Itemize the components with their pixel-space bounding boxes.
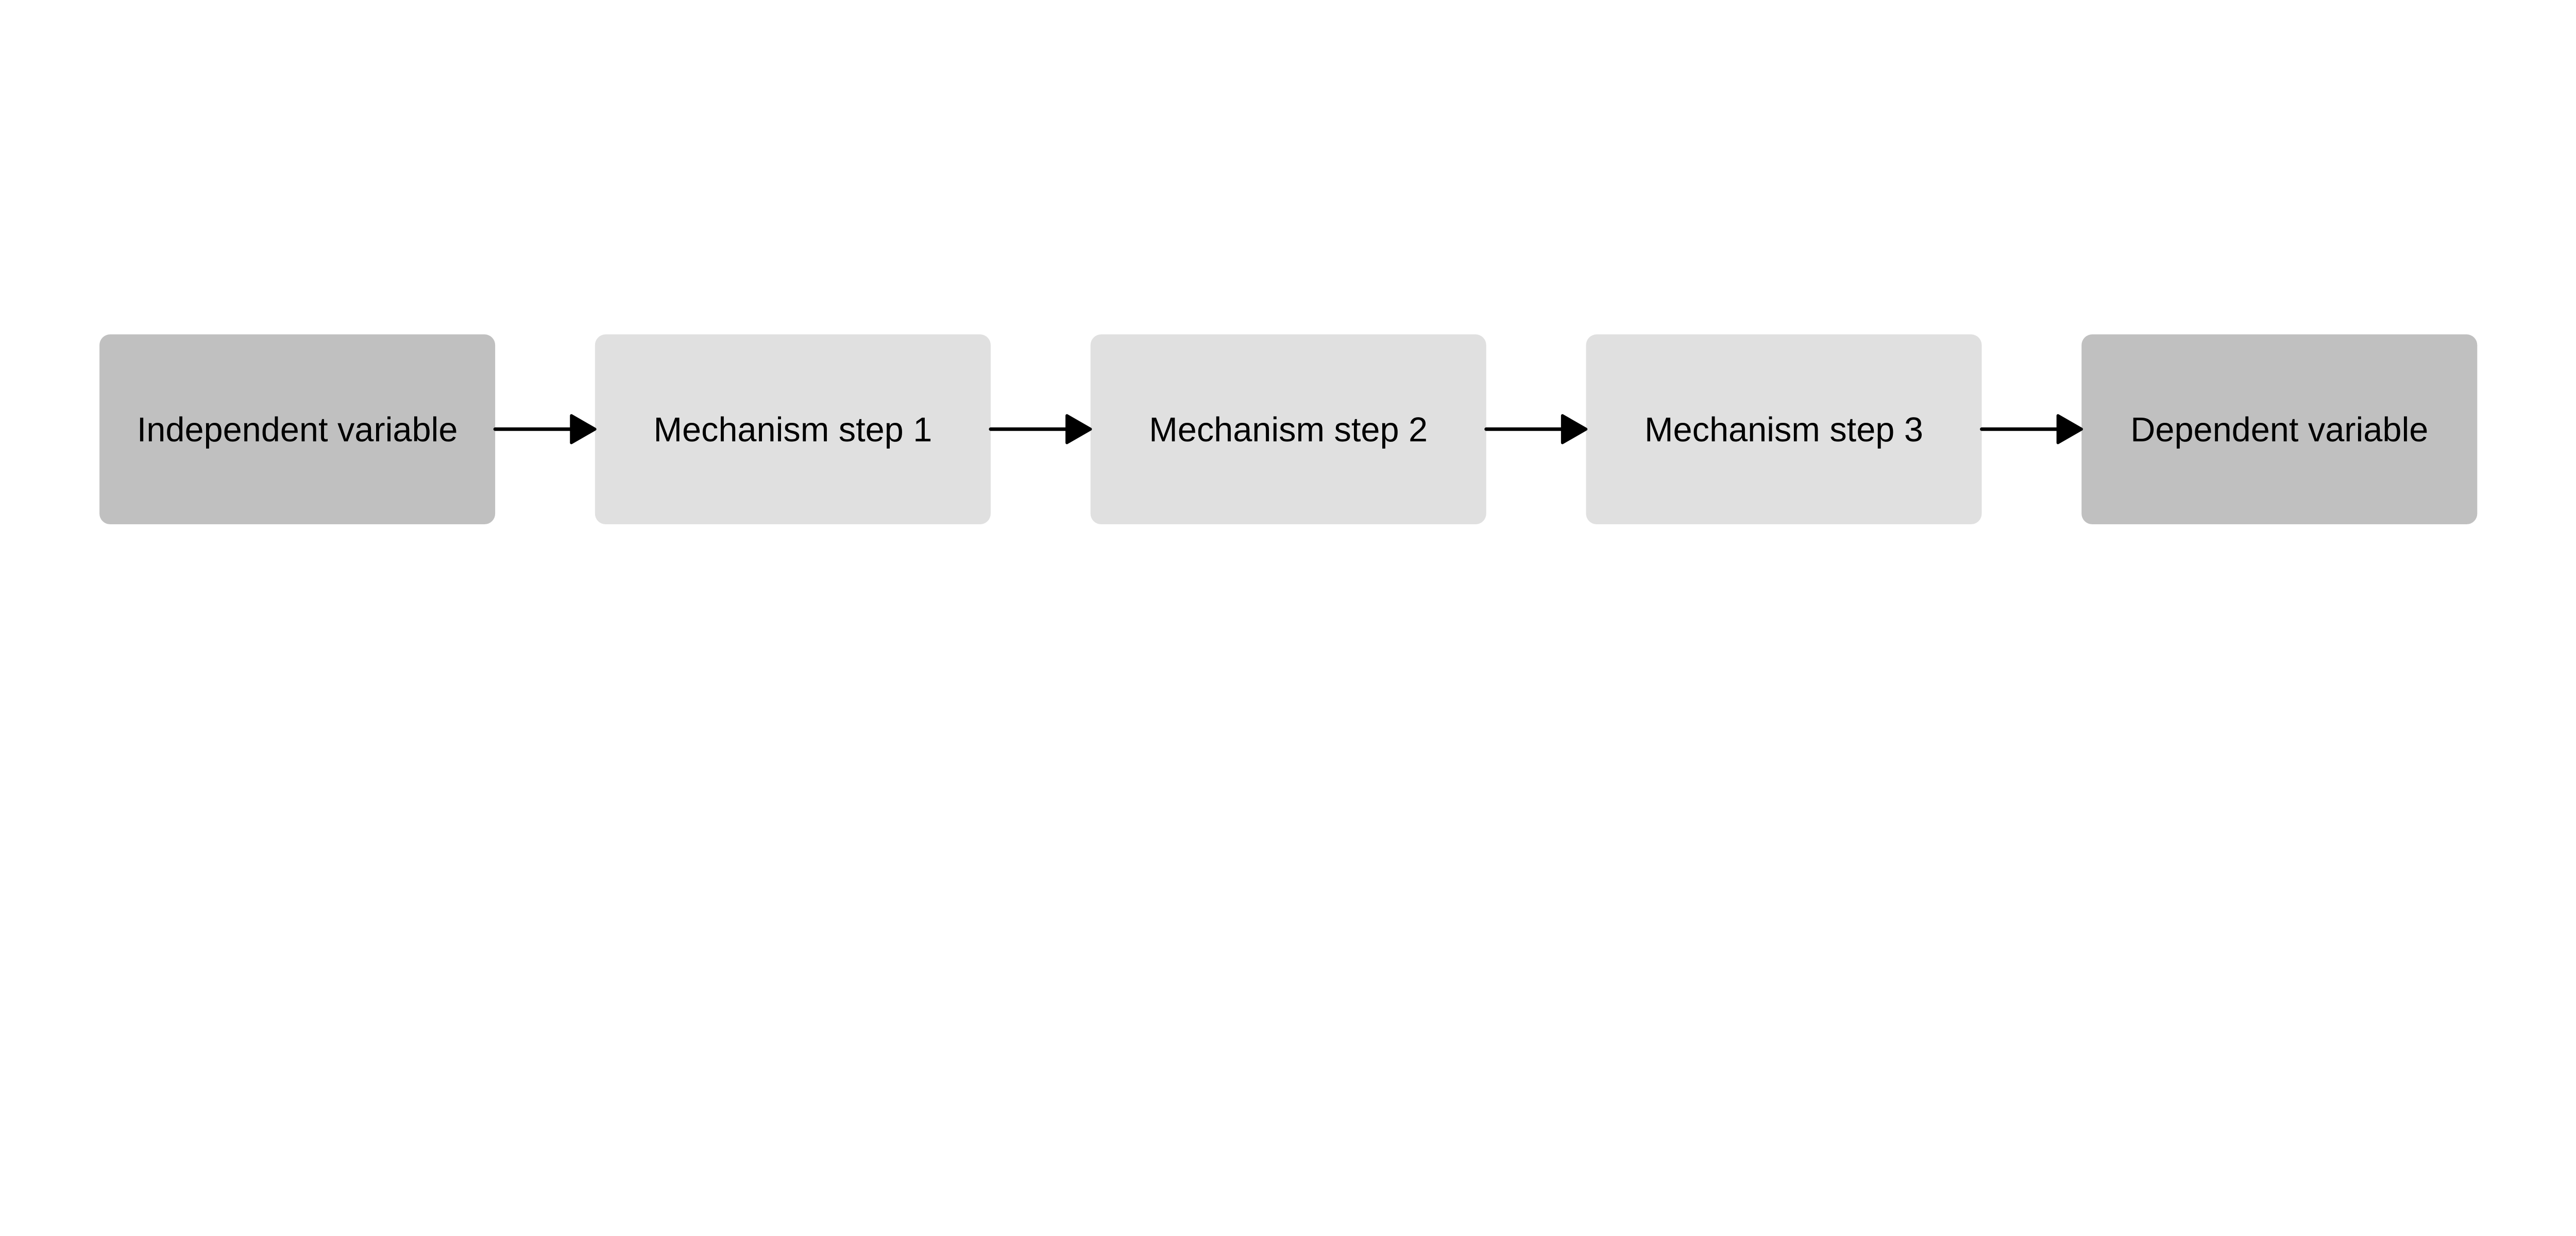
arrowhead-icon — [1561, 414, 1588, 444]
arrowhead-icon — [1065, 414, 1092, 444]
node-box — [99, 334, 496, 525]
node-box — [1090, 334, 1486, 525]
node-m2: Mechanism step 2 — [1090, 334, 1486, 525]
node-label: Dependent variable — [2130, 411, 2428, 449]
arrow-m1-m2 — [989, 414, 1092, 444]
arrow-m2-m3 — [1484, 414, 1588, 444]
node-label: Mechanism step 3 — [1645, 411, 1923, 449]
node-label: Independent variable — [137, 411, 458, 449]
node-box — [1586, 334, 1982, 525]
node-box — [595, 334, 991, 525]
arrowhead-icon — [2056, 414, 2083, 444]
arrowhead-icon — [570, 414, 597, 444]
node-label: Mechanism step 1 — [653, 411, 932, 449]
node-label: Mechanism step 2 — [1149, 411, 1428, 449]
arrow-m3-dv — [1980, 414, 2083, 444]
node-dv: Dependent variable — [2081, 334, 2478, 525]
node-m1: Mechanism step 1 — [595, 334, 991, 525]
node-iv: Independent variable — [99, 334, 496, 525]
node-m3: Mechanism step 3 — [1586, 334, 1982, 525]
causal-chain-diagram: Independent variable Mechanism step 1 Mech… — [99, 334, 2478, 525]
node-box — [2081, 334, 2478, 525]
arrow-iv-m1 — [493, 414, 597, 444]
